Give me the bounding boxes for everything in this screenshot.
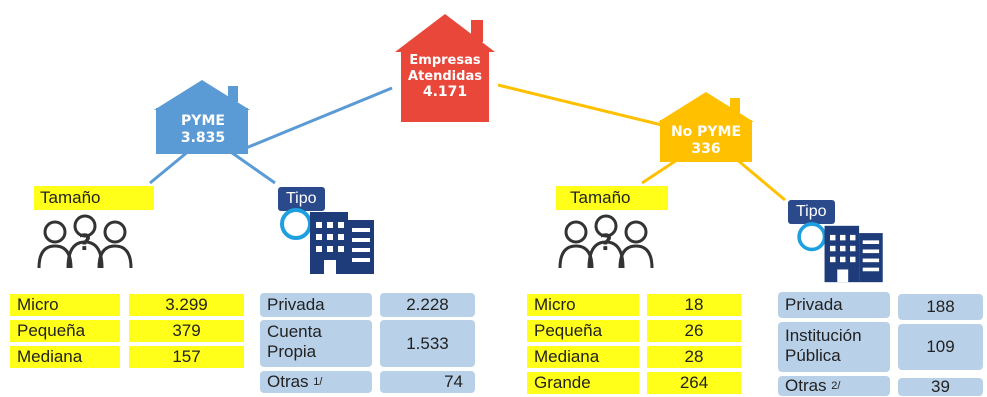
nopyme-size-label: Tamaño: [556, 186, 668, 210]
pyme-type-name-text: Otras: [267, 372, 309, 391]
nopyme-title: No PYME: [670, 124, 742, 140]
nopyme-size-name: Grande: [527, 372, 639, 394]
svg-text:?: ?: [79, 231, 92, 256]
nopyme-type-name-line2: Pública: [785, 346, 841, 365]
pyme-type-label: Tipo: [278, 187, 325, 211]
nopyme-type-name-line1: Institución: [785, 326, 862, 345]
pyme-size-value: 379: [129, 320, 244, 342]
pyme-type-name: Privada: [260, 293, 372, 317]
people-question-icon: ?: [37, 214, 133, 269]
nopyme-size-value: 28: [647, 346, 741, 368]
root-line2: Atendidas: [408, 68, 482, 84]
nopyme-label: No PYME 336: [656, 124, 756, 158]
nopyme-size-value: 18: [647, 294, 741, 316]
pyme-type-value: 74: [380, 371, 475, 393]
svg-text:?: ?: [600, 231, 613, 256]
pyme-type-value: 2.228: [380, 293, 475, 317]
people-question-icon: ?: [558, 214, 654, 269]
pyme-type-name: Otras 1/: [260, 371, 372, 393]
nopyme-type-note: 2/: [831, 380, 841, 392]
nopyme-value: 336: [691, 140, 721, 157]
root-house: [395, 14, 495, 122]
pyme-size-name: Pequeña: [10, 320, 120, 342]
pyme-size-value: 157: [129, 346, 244, 368]
nopyme-type-name-text: Otras: [785, 376, 827, 395]
nopyme-type-label: Tipo: [788, 200, 835, 224]
root-value: 4.171: [422, 84, 468, 101]
nopyme-size-value: 264: [647, 372, 741, 394]
pyme-size-value: 3.299: [129, 294, 244, 316]
nopyme-type-name: Otras 2/: [778, 376, 890, 396]
pyme-type-name-line2: Propia: [267, 342, 317, 361]
pyme-value: 3.835: [180, 129, 226, 146]
pyme-size-name: Mediana: [10, 346, 120, 368]
nopyme-size-name: Pequeña: [527, 320, 639, 342]
pyme-type-note: 1/: [313, 376, 323, 388]
building-icon: [280, 208, 374, 274]
nopyme-size-name: Micro: [527, 294, 639, 316]
pyme-size-name: Micro: [10, 294, 120, 316]
pyme-type-name: Cuenta Propia: [260, 320, 372, 367]
nopyme-type-value: 109: [898, 324, 983, 370]
pyme-house: [154, 80, 250, 154]
nopyme-size-name: Mediana: [527, 346, 639, 368]
nopyme-type-value: 39: [898, 377, 983, 396]
nopyme-type-name: Privada: [778, 292, 890, 318]
nopyme-type-name: Institución Pública: [778, 322, 890, 372]
pyme-title: PYME: [181, 113, 225, 129]
nopyme-type-value: 188: [898, 294, 983, 320]
nopyme-house: [658, 92, 754, 162]
pyme-label: PYME 3.835: [152, 113, 254, 147]
root-line1: Empresas: [409, 53, 481, 68]
root-label: Empresas Atendidas 4.171: [389, 53, 501, 101]
pyme-type-value: 1.533: [380, 320, 475, 367]
pyme-size-label: Tamaño: [34, 186, 154, 210]
pyme-type-name-line1: Cuenta: [267, 322, 322, 341]
nopyme-size-value: 26: [647, 320, 741, 342]
building-icon: [797, 222, 883, 283]
